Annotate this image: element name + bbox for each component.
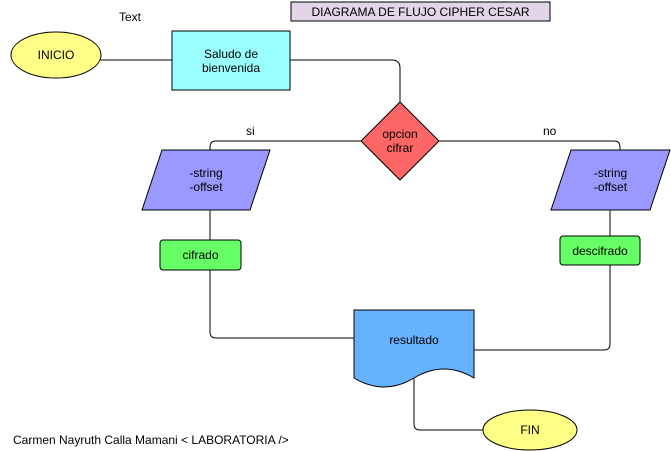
- edge-label-si: si: [246, 124, 255, 138]
- author-footer: Carmen Nayruth Calla Mamani < LABORATORI…: [13, 433, 289, 447]
- edge-decision-no: [439, 140, 621, 150]
- edge-label-no: no: [543, 124, 557, 138]
- welcome-process[interactable]: [171, 30, 291, 91]
- result-document[interactable]: [353, 309, 475, 388]
- edge-cifrado-to-resultado: [209, 270, 354, 339]
- start-node[interactable]: [10, 31, 102, 79]
- decision-diamond[interactable]: [360, 101, 440, 181]
- input-right-parallelogram[interactable]: [550, 149, 671, 211]
- edge-descifrado-to-resultado: [474, 265, 611, 351]
- encrypt-process[interactable]: [159, 239, 242, 271]
- edge-resultado-to-fin: [413, 378, 483, 431]
- edge-decision-si: [209, 140, 361, 150]
- end-node[interactable]: [482, 409, 578, 451]
- edge-welcome-to-decision: [290, 59, 401, 102]
- connectors: [100, 59, 621, 431]
- stray-text-label: Text: [119, 10, 142, 24]
- decrypt-process[interactable]: [559, 235, 641, 266]
- title-box: [290, 1, 551, 22]
- input-left-parallelogram[interactable]: [141, 149, 271, 211]
